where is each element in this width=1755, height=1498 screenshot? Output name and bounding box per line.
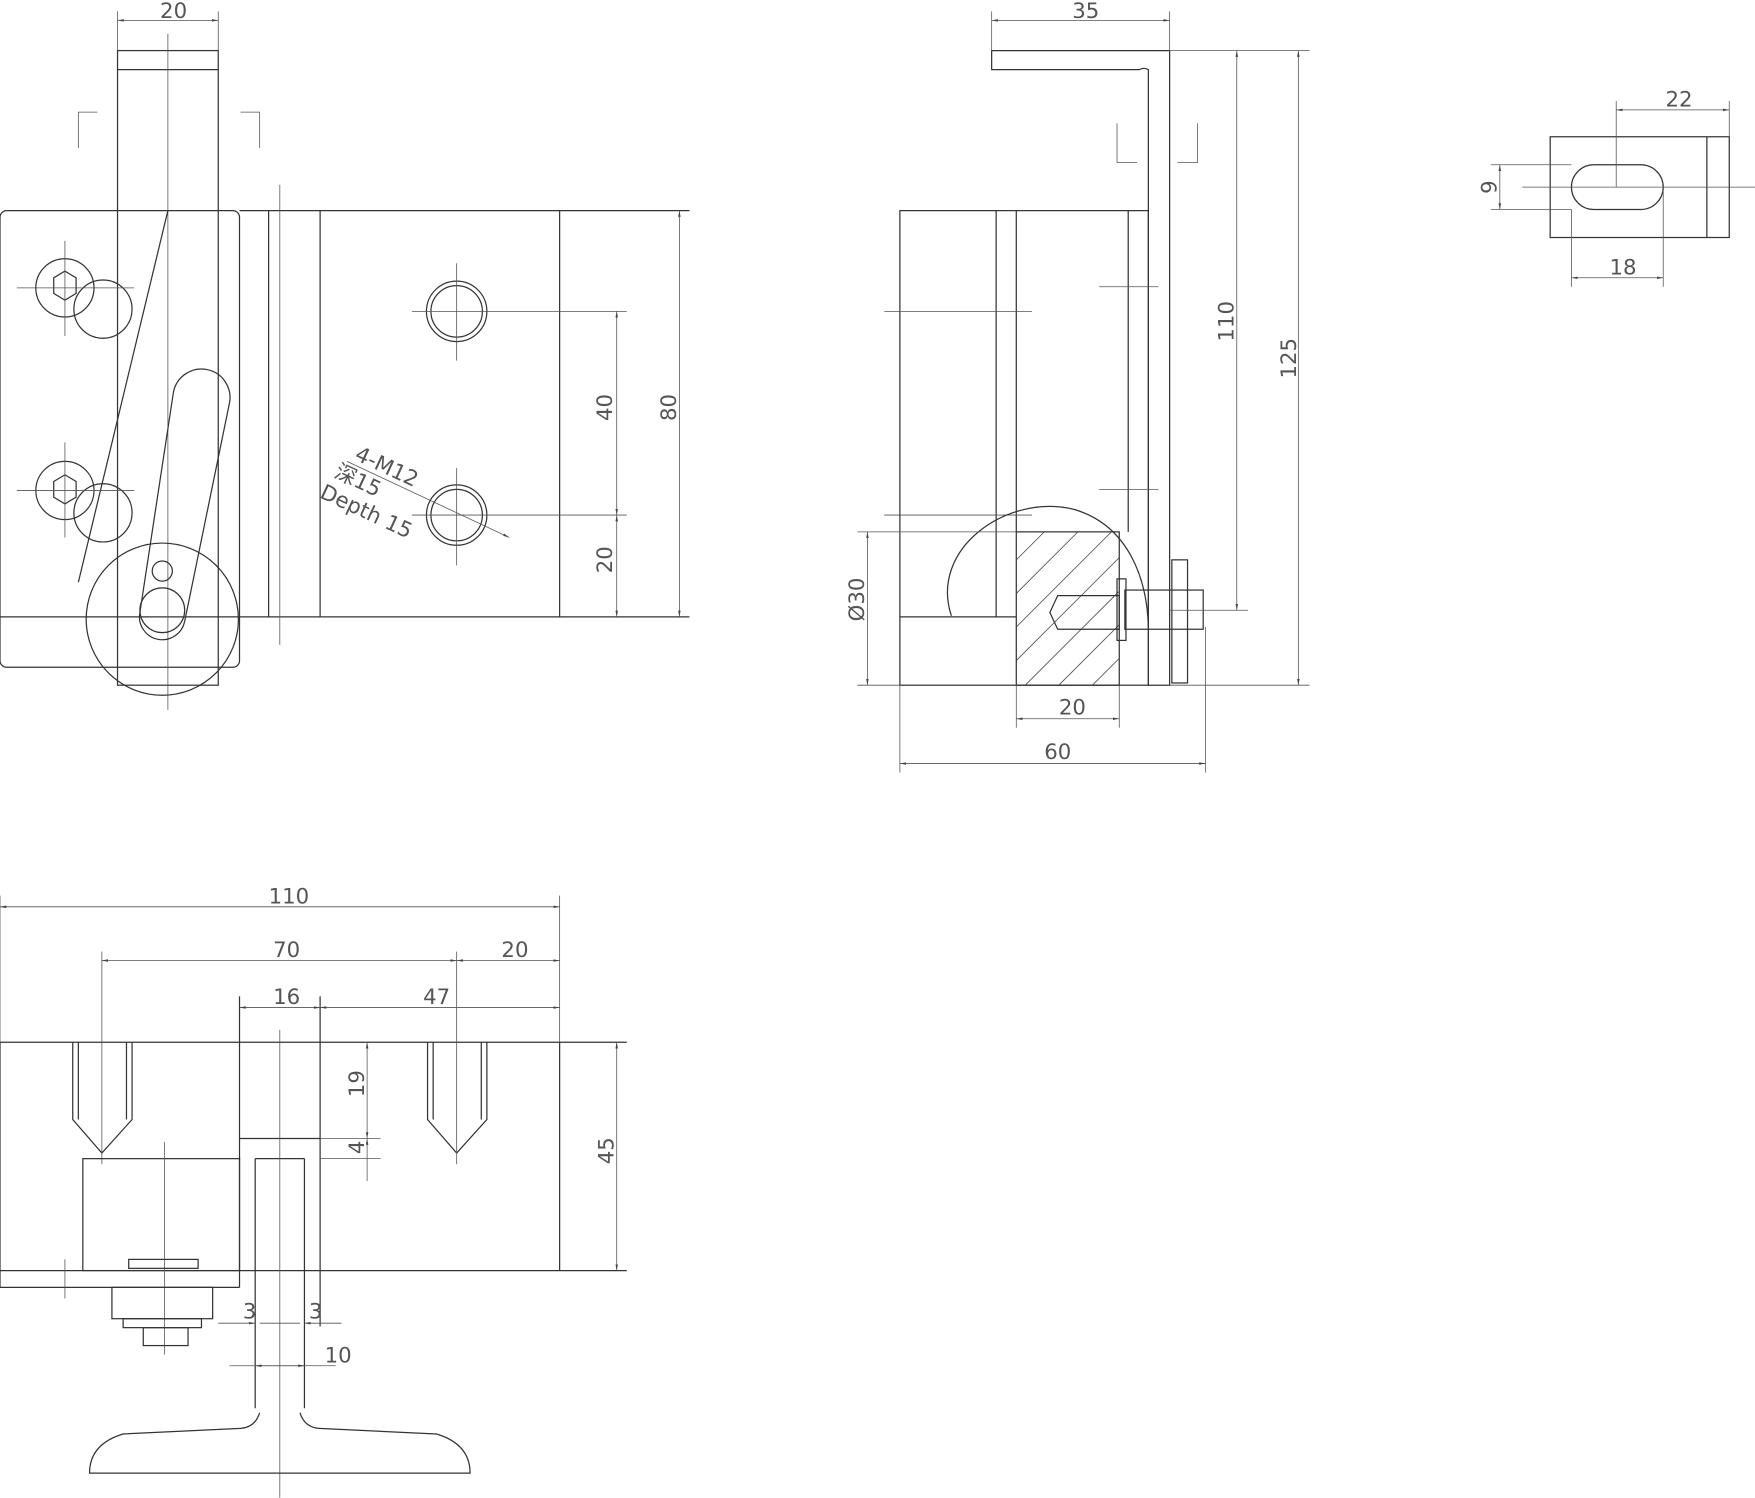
dim-roller-diameter: Ø30 (845, 578, 870, 622)
dim-roller-width: 20 (1059, 695, 1086, 720)
dim-depth: 19 (345, 1070, 370, 1097)
dim-spacing: 40 (593, 394, 618, 421)
dim-side-top: 35 (1072, 0, 1099, 24)
slot-detail: 22 9 18 (1477, 88, 1755, 287)
dim-left-gap: 3 (243, 1300, 257, 1325)
dim-inner-height: 110 (1214, 301, 1239, 342)
front-view: 20 40 20 80 4-M12 深15 Depth 15 (0, 0, 690, 710)
dim-side-width: 60 (1044, 740, 1071, 765)
dim-bottom: 20 (593, 546, 618, 573)
dim-total-height: 125 (1277, 338, 1302, 379)
dim-rail: 10 (325, 1343, 352, 1368)
dim-center-width: 16 (273, 985, 300, 1010)
dim-slot-height: 9 (1477, 180, 1502, 194)
dim-gap: 4 (345, 1141, 370, 1155)
dim-total: 110 (269, 884, 310, 909)
dim-slot-width: 18 (1609, 255, 1636, 280)
dim-height: 45 (594, 1137, 619, 1164)
dim-hole-spacing: 70 (273, 938, 300, 963)
top-view: 110 70 20 16 47 19 4 45 3 3 10 (0, 884, 627, 1498)
dim-offset: 47 (423, 985, 450, 1010)
dim-slot-length: 22 (1665, 88, 1692, 113)
dim-right-gap: 3 (309, 1300, 323, 1325)
dim-edge: 20 (501, 938, 528, 963)
side-view: 35 110 125 Ø30 20 60 (845, 0, 1310, 773)
dim-top-width: 20 (160, 0, 187, 24)
dim-height: 80 (657, 394, 682, 421)
